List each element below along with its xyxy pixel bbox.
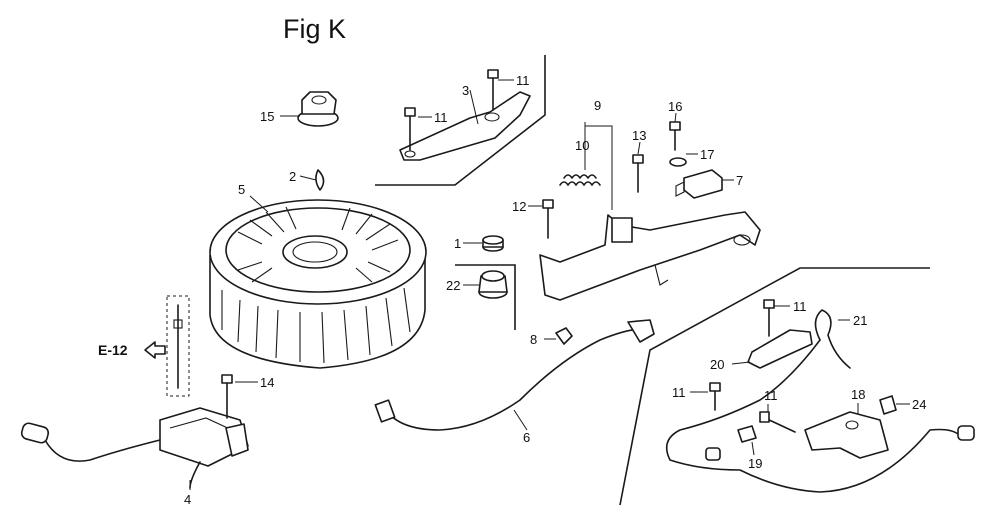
callout-13: 13 (632, 128, 646, 143)
bolt-14 (221, 374, 233, 419)
washer-17 (669, 157, 687, 167)
clip-8 (555, 327, 573, 345)
clip-24 (879, 395, 897, 415)
bolt-12 (542, 199, 554, 239)
bolt-11-inset-mid (759, 411, 796, 433)
stop-wire (374, 319, 655, 431)
bolt-11-left (404, 107, 416, 151)
bolt-13 (632, 154, 644, 193)
flywheel (209, 199, 427, 369)
governor-spring (559, 174, 601, 186)
ignition-coil (20, 407, 249, 489)
inset-frame-middle (455, 264, 516, 330)
leader-lines (189, 79, 910, 490)
callout-1: 1 (454, 236, 461, 251)
bracket-20 (747, 329, 813, 369)
inset-frame-top (375, 55, 546, 186)
callout-2: 2 (289, 169, 296, 184)
callout-11-inset-left: 11 (672, 385, 686, 400)
stud (173, 304, 183, 389)
callout-9: 9 (594, 98, 601, 113)
callout-11-inset-mid: 11 (764, 388, 778, 403)
clip-19 (737, 425, 757, 443)
callout-11-top: 11 (516, 73, 530, 88)
callout-22: 22 (446, 278, 460, 293)
callout-16: 16 (668, 99, 682, 114)
callout-15: 15 (260, 109, 274, 124)
grommet-22 (478, 270, 508, 299)
wire-21 (665, 309, 975, 493)
callout-8: 8 (530, 332, 537, 347)
callout-11-left: 11 (434, 110, 448, 125)
bolt-11-inset-left (709, 382, 721, 411)
callout-7: 7 (736, 173, 743, 188)
switch-bracket-18 (804, 411, 889, 459)
callout-19: 19 (748, 456, 762, 471)
stud-dashed-box (166, 295, 190, 397)
callout-6: 6 (523, 430, 530, 445)
bolt-16 (669, 121, 681, 151)
bolt-11-top (487, 69, 499, 111)
callout-18: 18 (851, 387, 865, 402)
woodruff-key (315, 169, 325, 191)
callout-24: 24 (912, 397, 926, 412)
callout-4: 4 (184, 492, 191, 507)
flywheel-nut (297, 91, 339, 127)
callout-12: 12 (512, 199, 526, 214)
stop-switch (675, 169, 723, 199)
callout-20: 20 (710, 357, 724, 372)
inset-frame-right (619, 267, 930, 506)
callout-3: 3 (462, 83, 469, 98)
callout-10: 10 (575, 138, 589, 153)
reference-e12: E-12 (98, 342, 128, 358)
reference-arrow (144, 341, 166, 359)
callout-5: 5 (238, 182, 245, 197)
callout-21: 21 (853, 313, 867, 328)
callout-17: 17 (700, 147, 714, 162)
control-bracket (539, 211, 761, 301)
figure-title: Fig K (283, 14, 346, 44)
callout-11-inset-top: 11 (793, 299, 807, 314)
coil-bracket (399, 91, 531, 161)
callout-14: 14 (260, 375, 274, 390)
bolt-11-inset-top (763, 299, 775, 337)
grommet-1 (482, 235, 504, 252)
